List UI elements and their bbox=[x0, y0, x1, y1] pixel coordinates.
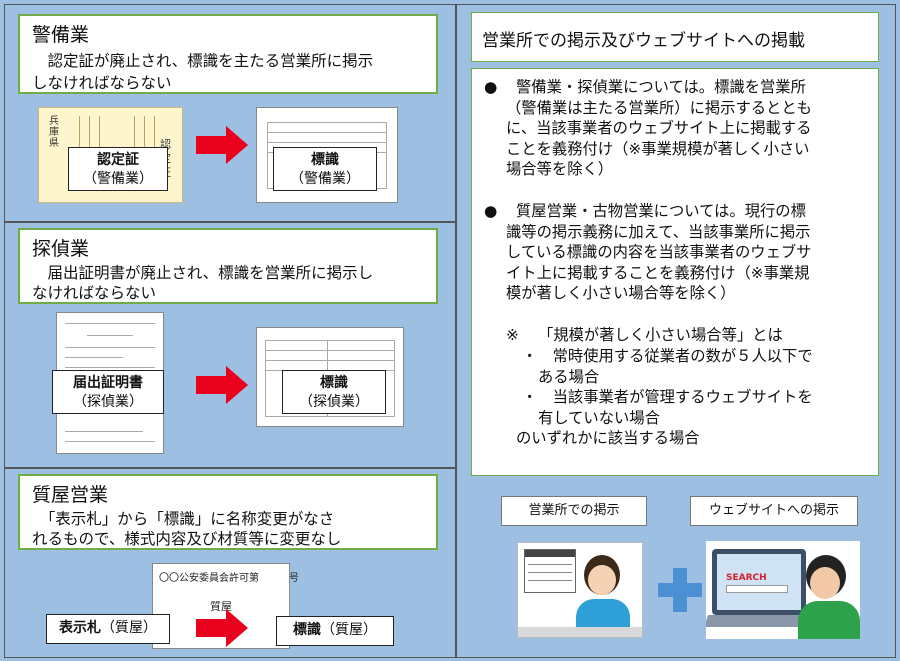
pawn-body-line1: 「表示札」から「標識」に名称変更がなさ bbox=[32, 510, 335, 528]
note-bullet1-line1: ・ 常時使用する従業者の数が５人以下で bbox=[522, 347, 813, 365]
detective-to-label-main: 標識 bbox=[320, 375, 348, 391]
p1-line1: 警備業・探偵業については。標識を営業所 bbox=[516, 78, 806, 96]
pawn-from-label: 表示札（質屋） bbox=[46, 614, 170, 644]
web-user-illustration: SEARCH bbox=[706, 541, 860, 639]
right-title: 営業所での掲示及びウェブサイトへの掲載 bbox=[482, 31, 805, 51]
pawn-body-line2: れるもので、様式内容及び材質等に変更なし bbox=[32, 530, 342, 548]
caption-web: ウェブサイトへの掲示 bbox=[690, 496, 858, 526]
detective-body-line1: 届出証明書が廃止され、標識を営業所に掲示し bbox=[32, 264, 374, 282]
security-to-label: 標識 （警備業） bbox=[273, 147, 377, 191]
detective-from-label: 届出証明書 （探偵業） bbox=[52, 370, 164, 414]
security-from-label-main: 認定証 bbox=[97, 152, 139, 168]
p1-bullet: ● bbox=[484, 78, 498, 96]
note-bullet1-line2: ある場合 bbox=[538, 367, 600, 386]
note-title: 「規模が著しく小さい場合等」とは bbox=[538, 326, 783, 344]
p1-line4: ことを義務付け（※事業規模が著しく小さい bbox=[506, 139, 810, 158]
pawn-from-label-sub: （質屋） bbox=[101, 620, 157, 636]
caption-office: 営業所での掲示 bbox=[501, 496, 647, 526]
pawn-doc-header: 〇〇公安委員会許可第 号 bbox=[159, 573, 299, 584]
security-heading-box: 警備業 認定証が廃止され、標識を主たる営業所に掲示 しなければならない bbox=[18, 14, 438, 94]
detective-to-label: 標識 （探偵業） bbox=[282, 370, 386, 414]
security-arrow-icon bbox=[196, 126, 248, 164]
office-clerk-illustration bbox=[517, 542, 643, 638]
search-text: SEARCH bbox=[726, 573, 767, 583]
p1-line2: （警備業は主たる営業所）に掲示するととも bbox=[506, 98, 812, 117]
security-to-label-main: 標識 bbox=[311, 152, 339, 168]
detective-from-label-sub: （探偵業） bbox=[73, 394, 143, 410]
right-content-box: ● 警備業・探偵業については。標識を営業所 （警備業は主たる営業所）に掲示すると… bbox=[471, 68, 879, 476]
p2-line4: イト上に掲載することを義務付け（※事業規 bbox=[506, 263, 810, 282]
sign-board-icon bbox=[524, 549, 576, 593]
detective-body-line2: なければならない bbox=[32, 284, 157, 302]
security-body-line1: 認定証が廃止され、標識を主たる営業所に掲示 bbox=[32, 52, 374, 70]
p1-line5: 場合等を除く） bbox=[506, 160, 614, 178]
pawn-title: 質屋営業 bbox=[32, 484, 109, 506]
p1-line3: に、当該事業者のウェブサイト上に掲載する bbox=[506, 119, 812, 137]
security-from-label-sub: （警備業） bbox=[83, 171, 153, 187]
p2-line5: 模が著しく小さい場合等を除く） bbox=[506, 284, 736, 302]
detective-from-label-main: 届出証明書 bbox=[73, 375, 143, 391]
p2-line2: 識等の掲示義務に加えて、当該事業所に掲示 bbox=[506, 222, 811, 241]
pawn-arrow-icon bbox=[196, 609, 248, 647]
note-bullet2-line2: 有していない場合 bbox=[538, 408, 660, 427]
security-title: 警備業 bbox=[32, 24, 90, 46]
detective-to-label-sub: （探偵業） bbox=[299, 394, 369, 410]
p2-line1: 質屋営業・古物営業については。現行の標 bbox=[516, 202, 806, 220]
pawn-heading-box: 質屋営業 「表示札」から「標識」に名称変更がなさ れるもので、様式内容及び材質等… bbox=[18, 474, 438, 550]
detective-heading-box: 探偵業 届出証明書が廃止され、標識を営業所に掲示し なければならない bbox=[18, 228, 438, 304]
security-body-line2: しなければならない bbox=[32, 74, 172, 92]
laptop-screen-icon: SEARCH bbox=[712, 549, 806, 615]
p2-bullet: ● bbox=[484, 202, 498, 220]
note-mark: ※ bbox=[506, 326, 519, 344]
detective-title: 探偵業 bbox=[32, 238, 90, 260]
note-bullet2-line1: ・ 当該事業者が管理するウェブサイトを bbox=[522, 388, 813, 406]
security-to-label-sub: （警備業） bbox=[290, 171, 360, 187]
note-end: のいずれかに該当する場合 bbox=[516, 429, 700, 447]
plus-icon bbox=[658, 568, 702, 612]
security-from-label: 認定証 （警備業） bbox=[68, 147, 168, 191]
pawn-to-label-main: 標識 bbox=[293, 622, 321, 638]
detective-arrow-icon bbox=[196, 366, 248, 404]
pawn-from-label-main: 表示札 bbox=[59, 620, 101, 636]
certificate-side-left: 兵庫県 bbox=[49, 116, 59, 149]
right-title-box: 営業所での掲示及びウェブサイトへの掲載 bbox=[471, 12, 879, 62]
pawn-to-label-sub: （質屋） bbox=[321, 622, 377, 638]
p2-line3: している標識の内容を当該事業者のウェブサ bbox=[506, 243, 812, 261]
pawn-to-label: 標識（質屋） bbox=[276, 616, 394, 646]
